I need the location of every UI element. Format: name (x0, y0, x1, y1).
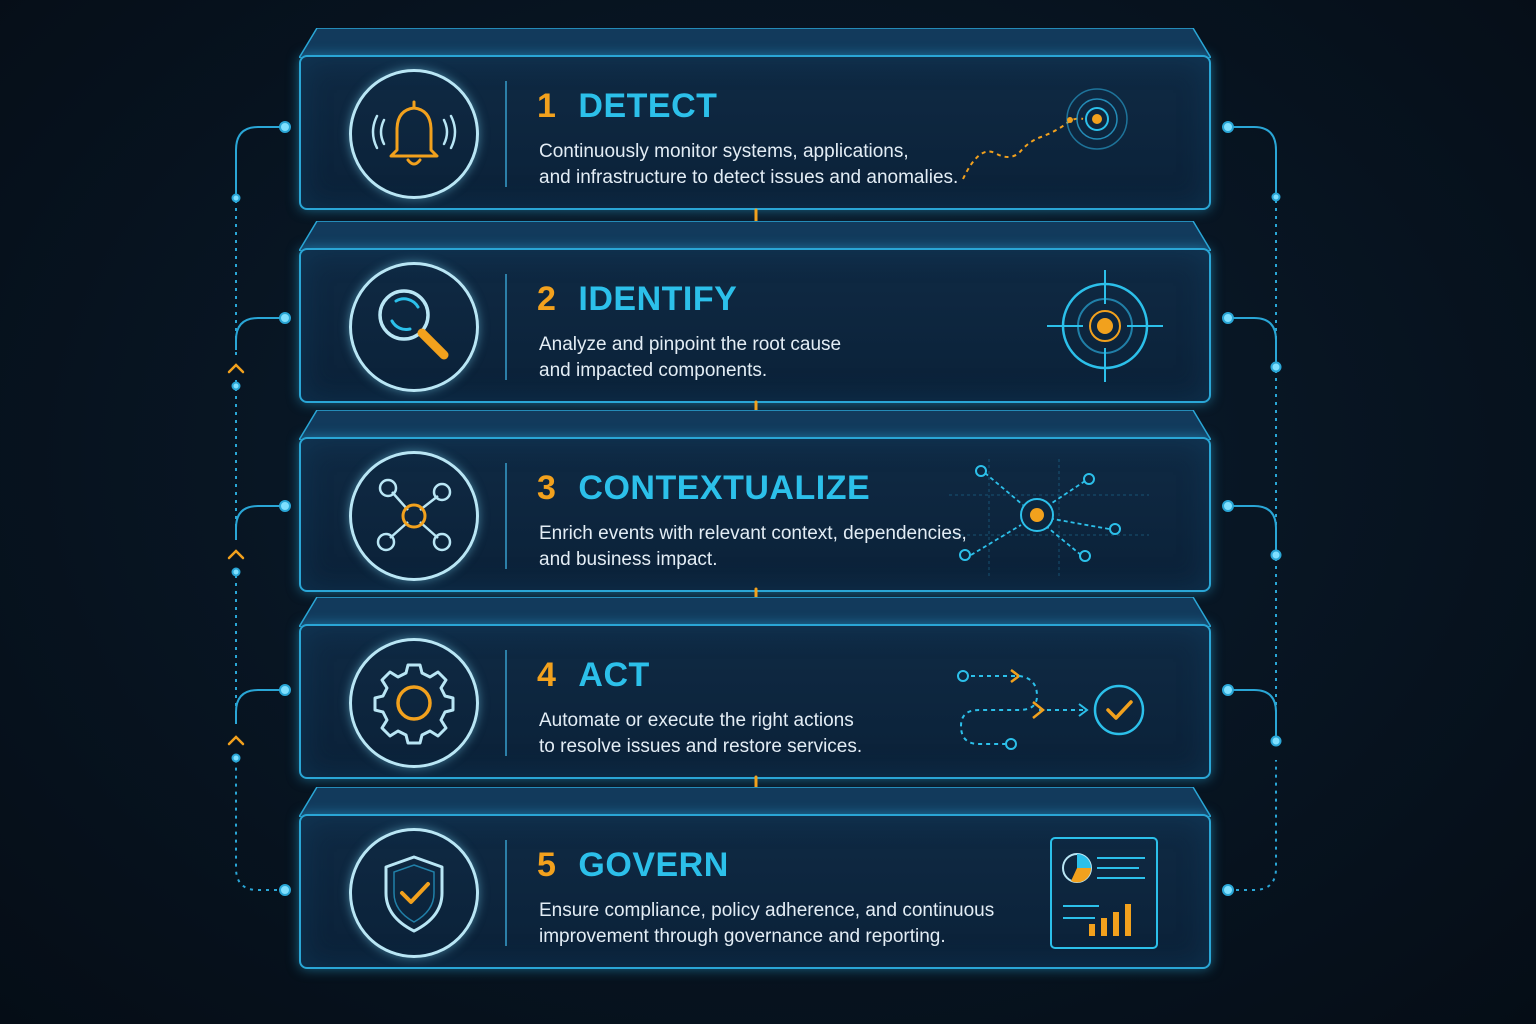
step-name: GOVERN (578, 846, 729, 884)
bell-icon (349, 69, 479, 199)
step-number: 1 (537, 87, 557, 125)
step-title: 1 DETECT (537, 87, 717, 126)
report-icon (1050, 837, 1158, 949)
workflow-check-icon (957, 669, 1145, 750)
divider (505, 274, 507, 380)
magnifier-icon (349, 262, 479, 392)
step-top-face (299, 28, 1211, 58)
step-panel: 5 GOVERN Ensure compliance, policy adhere… (299, 814, 1211, 969)
divider (505, 463, 507, 569)
step-description: Ensure compliance, policy adherence, and… (539, 898, 1019, 950)
step-top-face (299, 597, 1211, 627)
step-panel: 4 ACT Automate or execute the right actio… (299, 624, 1211, 779)
step-number: 3 (537, 469, 557, 507)
divider (505, 840, 507, 946)
shield-check-icon (349, 828, 479, 958)
step-description: Automate or execute the right actions to… (539, 708, 1019, 760)
step-number: 5 (537, 846, 557, 884)
step-title: 5 GOVERN (537, 846, 729, 885)
radar-path-icon (962, 88, 1128, 180)
step-title: 4 ACT (537, 656, 650, 695)
step-name: ACT (578, 656, 650, 694)
step-name: CONTEXTUALIZE (578, 469, 871, 507)
step-top-face (299, 410, 1211, 440)
divider (505, 81, 507, 187)
step-panel: 2 IDENTIFY Analyze and pinpoint the root … (299, 248, 1211, 403)
step-panel: 1 DETECT Continuously monitor systems, ap… (299, 55, 1211, 210)
desc-line: Automate or execute the right actions (539, 710, 854, 731)
desc-line: Enrich events with relevant context, dep… (539, 523, 967, 544)
node-graph-icon (949, 459, 1149, 579)
desc-line: and impacted components. (539, 360, 768, 381)
desc-line: and business impact. (539, 549, 718, 570)
step-number: 4 (537, 656, 557, 694)
step-panel: 3 CONTEXTUALIZE Enrich events with releva… (299, 437, 1211, 592)
desc-line: to resolve issues and restore services. (539, 736, 863, 757)
step-description: Enrich events with relevant context, dep… (539, 521, 1019, 573)
desc-line: improvement through governance and repor… (539, 926, 946, 947)
step-name: DETECT (578, 87, 718, 125)
step-title: 3 CONTEXTUALIZE (537, 469, 870, 508)
step-name: IDENTIFY (578, 280, 738, 318)
step-top-face (299, 787, 1211, 817)
target-icon (1047, 270, 1163, 382)
network-icon (349, 451, 479, 581)
desc-line: Ensure compliance, policy adherence, and… (539, 900, 995, 921)
desc-line: Analyze and pinpoint the root cause (539, 334, 842, 355)
step-top-face (299, 221, 1211, 251)
step-description: Analyze and pinpoint the root cause and … (539, 332, 1019, 384)
step-description: Continuously monitor systems, applicatio… (539, 139, 1019, 191)
desc-line: and infrastructure to detect issues and … (539, 167, 959, 188)
desc-line: Continuously monitor systems, applicatio… (539, 141, 909, 162)
step-title: 2 IDENTIFY (537, 280, 737, 319)
gear-icon (349, 638, 479, 768)
divider (505, 650, 507, 756)
step-number: 2 (537, 280, 557, 318)
